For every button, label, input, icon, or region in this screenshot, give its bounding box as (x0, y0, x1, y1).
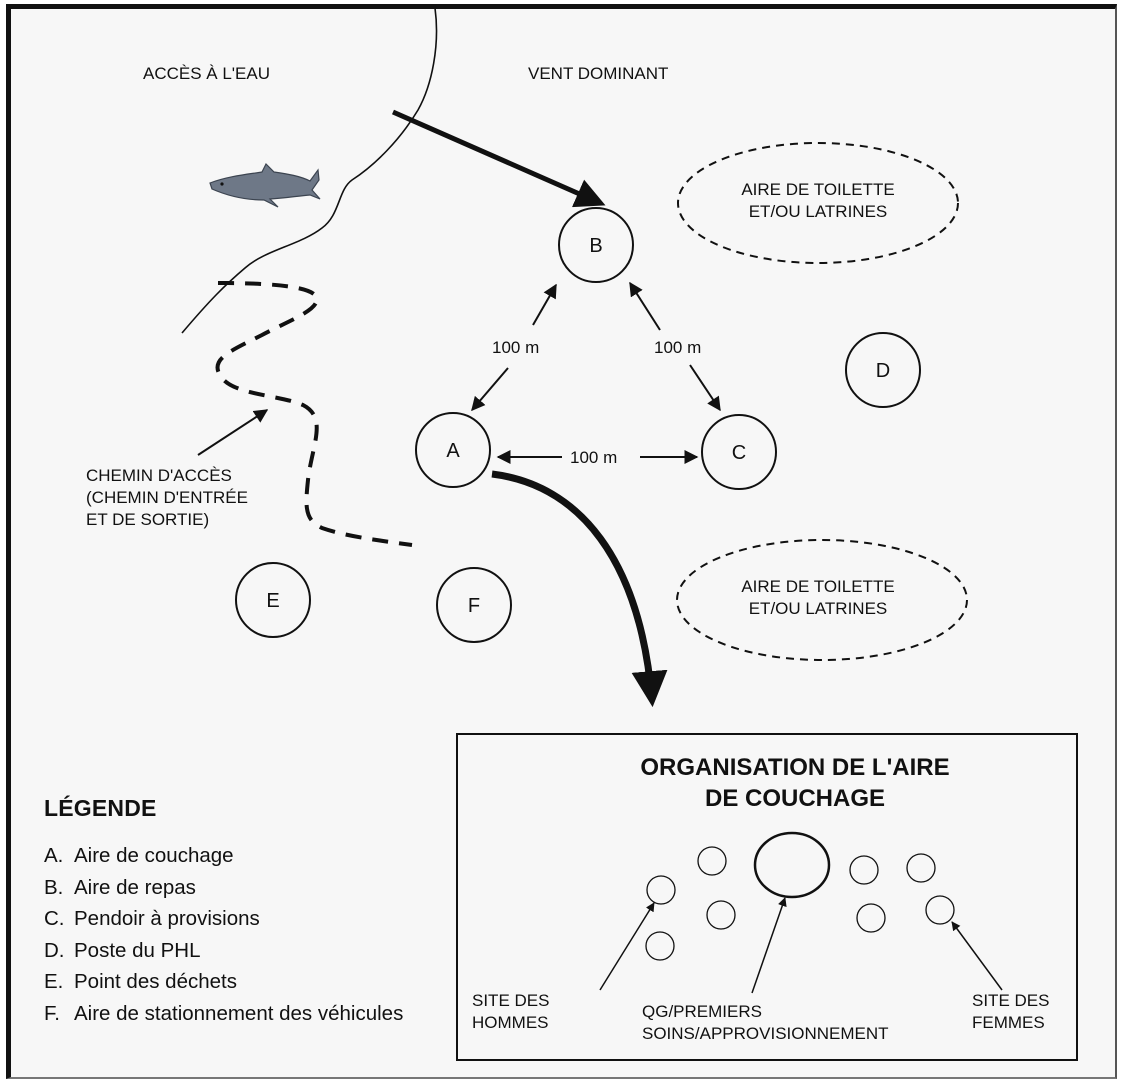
legend-text: Aire de repas (74, 875, 196, 899)
tent-cluster-women (849, 853, 955, 933)
distance-ac-label: 100 m (570, 448, 617, 467)
tent (645, 931, 675, 961)
hq-label-1: QG/PREMIERS (642, 1002, 762, 1021)
access-path-label-1: CHEMIN D'ACCÈS (86, 466, 232, 485)
tent (906, 853, 936, 883)
legend-key: E. (44, 970, 64, 993)
distance-bc-label: 100 m (654, 338, 701, 357)
legend-item-d: D. Poste du PHL (44, 935, 424, 967)
node-e-label: E (266, 590, 279, 612)
sleeping-area-arrow (491, 470, 668, 708)
node-c: C (701, 414, 777, 490)
node-f: F (436, 567, 512, 643)
legend-item-e: E. Point des déchets (44, 966, 424, 998)
arrow-a-b-upper (532, 283, 557, 326)
legend-item-f: F. Aire de stationnement des véhicules (44, 998, 424, 1030)
toilet-area-bottom-label-2: ET/OU LATRINES (749, 599, 888, 618)
prevailing-wind-arrow (391, 109, 606, 208)
legend-item-a: A. Aire de couchage (44, 840, 424, 872)
toilet-area-top-label-1: AIRE DE TOILETTE (741, 180, 894, 199)
women-site-label-1: SITE DES (972, 991, 1049, 1010)
men-site-label-2: HOMMES (472, 1013, 549, 1032)
node-a-label: A (446, 440, 460, 462)
toilet-area-top-label-2: ET/OU LATRINES (749, 202, 888, 221)
shoreline (181, 7, 438, 334)
legend-item-c: C. Pendoir à provisions (44, 903, 424, 935)
legend-text: Aire de stationnement des véhicules (74, 1001, 404, 1025)
access-path-label-3: ET DE SORTIE) (86, 510, 209, 529)
sleeping-area-box (456, 733, 1078, 1061)
men-site-label-1: SITE DES (472, 991, 549, 1010)
toilet-area-top (677, 142, 959, 264)
toilet-area-bottom (676, 539, 968, 661)
toilet-area-bottom-label-1: AIRE DE TOILETTE (741, 577, 894, 596)
diagram-frame (6, 4, 1117, 1079)
legend-key: A. (44, 844, 64, 867)
arrow-b-c-lower (689, 364, 721, 412)
hq-tent (753, 831, 831, 899)
legend-text: Aire de couchage (74, 844, 234, 867)
tent (706, 900, 736, 930)
shark-icon (209, 162, 321, 208)
node-b-label: B (589, 235, 602, 257)
legend: LÉGENDE A. Aire de couchage B. Aire de r… (44, 795, 424, 1029)
tent (697, 846, 727, 876)
legend-title: LÉGENDE (44, 795, 157, 821)
women-site-label-2: FEMMES (972, 1013, 1045, 1032)
men-site-arrow (599, 902, 655, 991)
tent (925, 895, 955, 925)
legend-text: Pendoir à provisions (74, 907, 260, 930)
distance-ab-label: 100 m (492, 338, 539, 357)
tent (856, 903, 886, 933)
tent-cluster-men (645, 846, 736, 961)
node-e: E (235, 562, 311, 638)
node-c-label: C (732, 442, 746, 464)
hq-arrow (751, 897, 787, 994)
legend-key: C. (44, 907, 65, 930)
water-access-label: ACCÈS À L'EAU (143, 64, 270, 83)
legend-key: F. (44, 1001, 60, 1025)
node-b: B (558, 207, 634, 283)
legend-key: D. (44, 938, 65, 962)
access-path-arrow (197, 409, 269, 456)
prevailing-wind-label: VENT DOMINANT (528, 64, 668, 83)
legend-text: Poste du PHL (74, 938, 201, 962)
legend-item-b: B. Aire de repas (44, 872, 424, 904)
arrow-b-c-upper (629, 281, 661, 331)
arrow-a-b-lower (471, 367, 509, 412)
node-f-label: F (468, 595, 480, 617)
node-d: D (845, 332, 921, 408)
sleeping-area-title-2: DE COUCHAGE (705, 785, 885, 812)
legend-text: Point des déchets (74, 970, 237, 993)
hq-label-2: SOINS/APPROVISIONNEMENT (642, 1024, 889, 1043)
legend-key: B. (44, 875, 64, 899)
tent (646, 875, 676, 905)
node-a: A (415, 412, 491, 488)
node-d-label: D (876, 360, 890, 382)
sleeping-area-title-1: ORGANISATION DE L'AIRE (640, 754, 949, 781)
tent (849, 855, 879, 885)
women-site-arrow (951, 921, 1003, 991)
access-path-label-2: (CHEMIN D'ENTRÉE (86, 488, 248, 507)
